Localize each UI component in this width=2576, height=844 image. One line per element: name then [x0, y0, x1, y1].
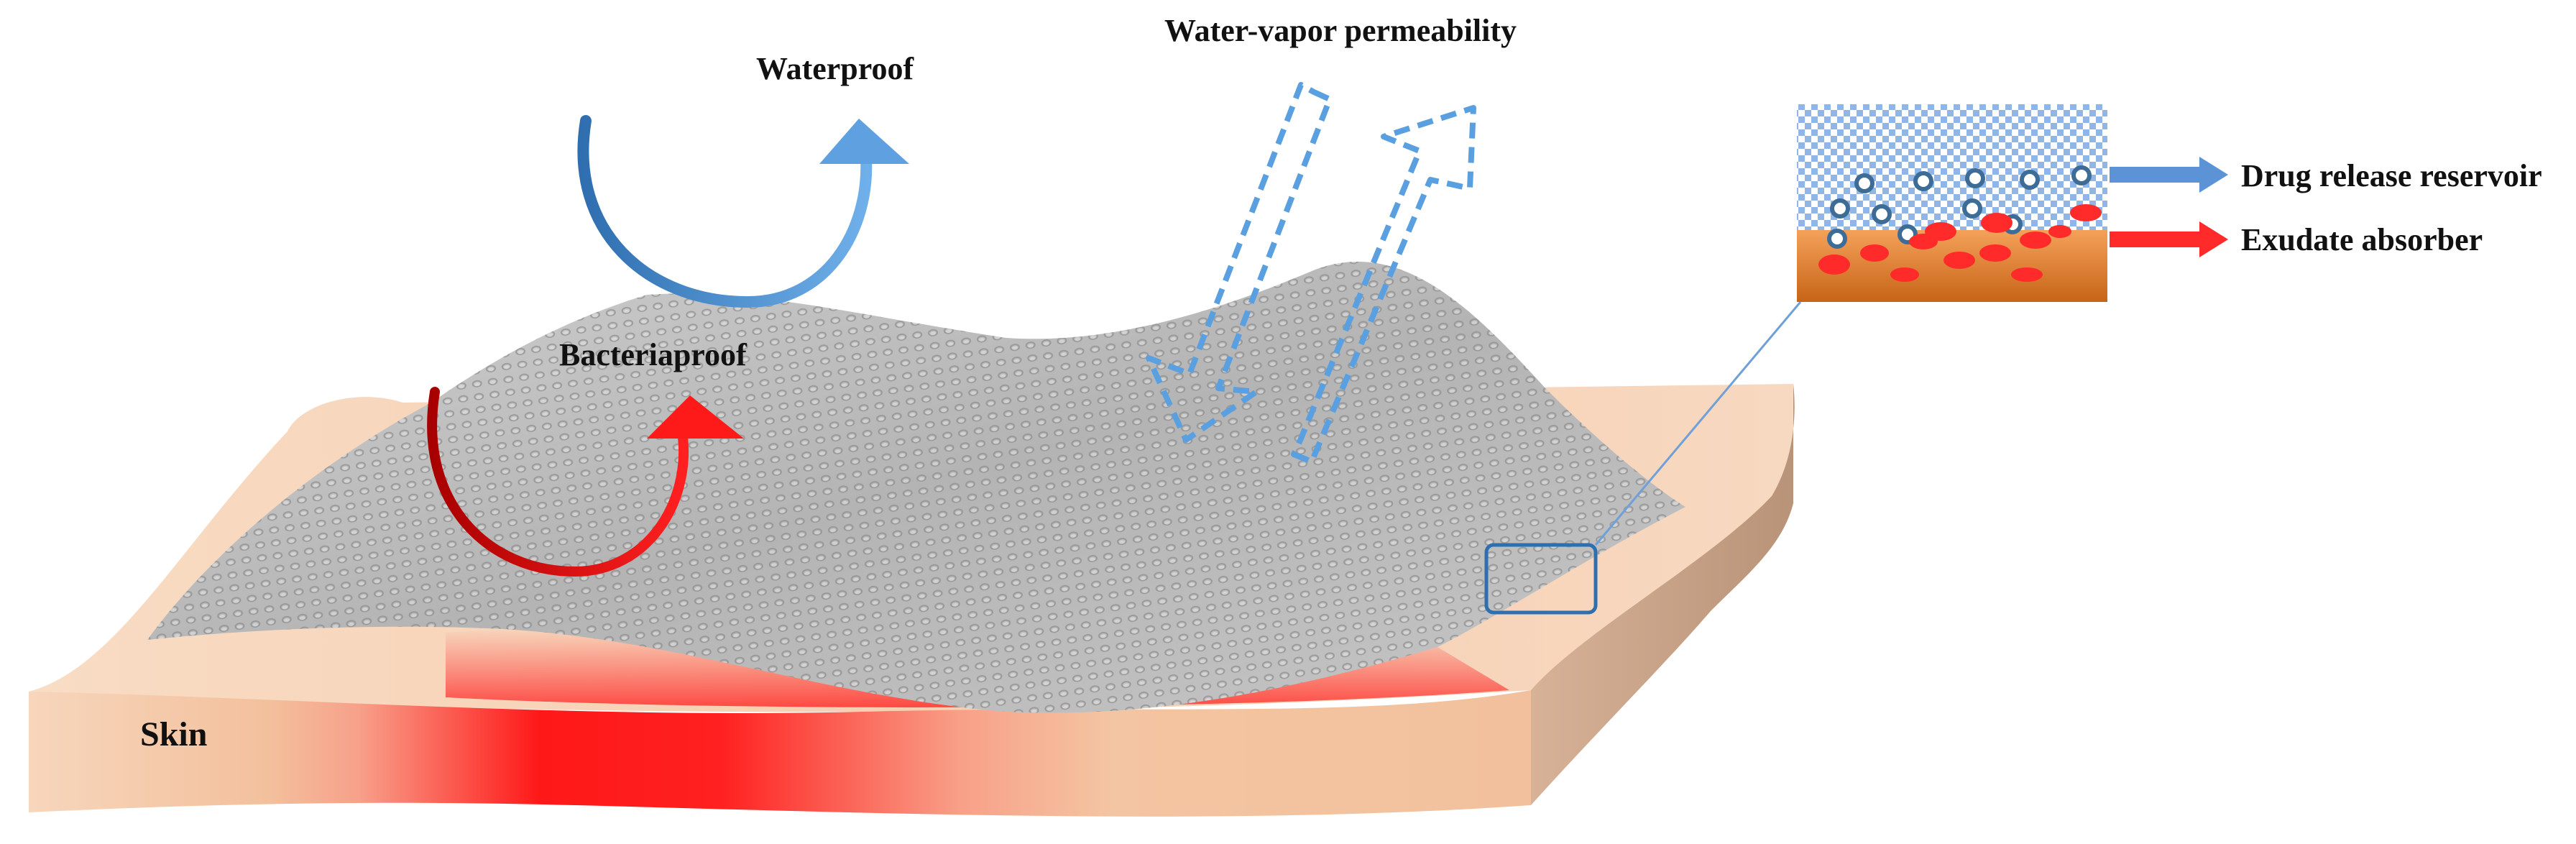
exudate-arrow-shaft	[2110, 231, 2203, 247]
label-bacteriaproof: Bacteriaproof	[559, 337, 748, 372]
drug-release-arrow-shaft	[2110, 167, 2203, 183]
exudate-droplet	[1944, 252, 1975, 269]
exudate-droplet	[1860, 244, 1889, 262]
vapor-arrows	[1146, 82, 1476, 464]
dashed-arrow-up-icon	[1291, 105, 1476, 464]
label-skin: Skin	[140, 715, 207, 753]
exudate-pointer	[2110, 221, 2228, 257]
label-water-vapor: Water-vapor permeability	[1164, 13, 1517, 48]
exudate-droplets	[1818, 204, 2102, 282]
drug-particle	[1913, 171, 1933, 191]
callout-line	[1594, 301, 1802, 546]
exudate-droplet	[1818, 254, 1850, 275]
exudate-droplet	[2048, 225, 2071, 238]
dressing-hole-pattern	[147, 261, 1685, 713]
curved-arrow-up-icon	[577, 115, 873, 308]
exudate-droplet	[1890, 267, 1919, 282]
exudate-droplet	[1979, 244, 2011, 262]
exudate-droplet	[2011, 267, 2043, 282]
dressing-membrane	[147, 261, 1685, 713]
exudate-droplet	[2070, 204, 2102, 221]
cross-section-inset	[1797, 104, 2107, 302]
drug-particle	[1830, 198, 1850, 219]
drug-particle	[1962, 198, 1982, 219]
label-waterproof: Waterproof	[756, 51, 914, 86]
waterproof-arrowhead	[819, 119, 909, 164]
exudate-droplet	[1981, 213, 2012, 233]
drug-particle	[1965, 168, 1985, 188]
arrow-right-icon	[2199, 157, 2228, 193]
bacteriaproof-arrowhead	[647, 395, 744, 439]
skin-front-face	[29, 690, 1531, 817]
drug-particle	[2020, 170, 2040, 190]
arrow-right-icon	[2199, 221, 2228, 257]
bacteriaproof-arrow	[427, 387, 744, 577]
drug-release-pointer	[2110, 157, 2228, 193]
curved-arrow-up-icon	[427, 387, 689, 577]
drug-particle	[2071, 165, 2092, 185]
label-drug-release: Drug release reservoir	[2241, 158, 2542, 193]
skin-side-face	[1531, 384, 1795, 805]
label-exudate: Exudate absorber	[2241, 222, 2483, 257]
drug-particle	[1854, 173, 1874, 193]
exudate-droplet	[1925, 222, 1956, 241]
waterproof-arrow	[577, 115, 909, 308]
dashed-arrow-down-icon	[1146, 82, 1333, 443]
drug-particle	[1872, 204, 1892, 224]
callout-box	[1484, 543, 1598, 615]
exudate-droplet	[2020, 231, 2051, 249]
drug-particle	[1827, 229, 1847, 249]
